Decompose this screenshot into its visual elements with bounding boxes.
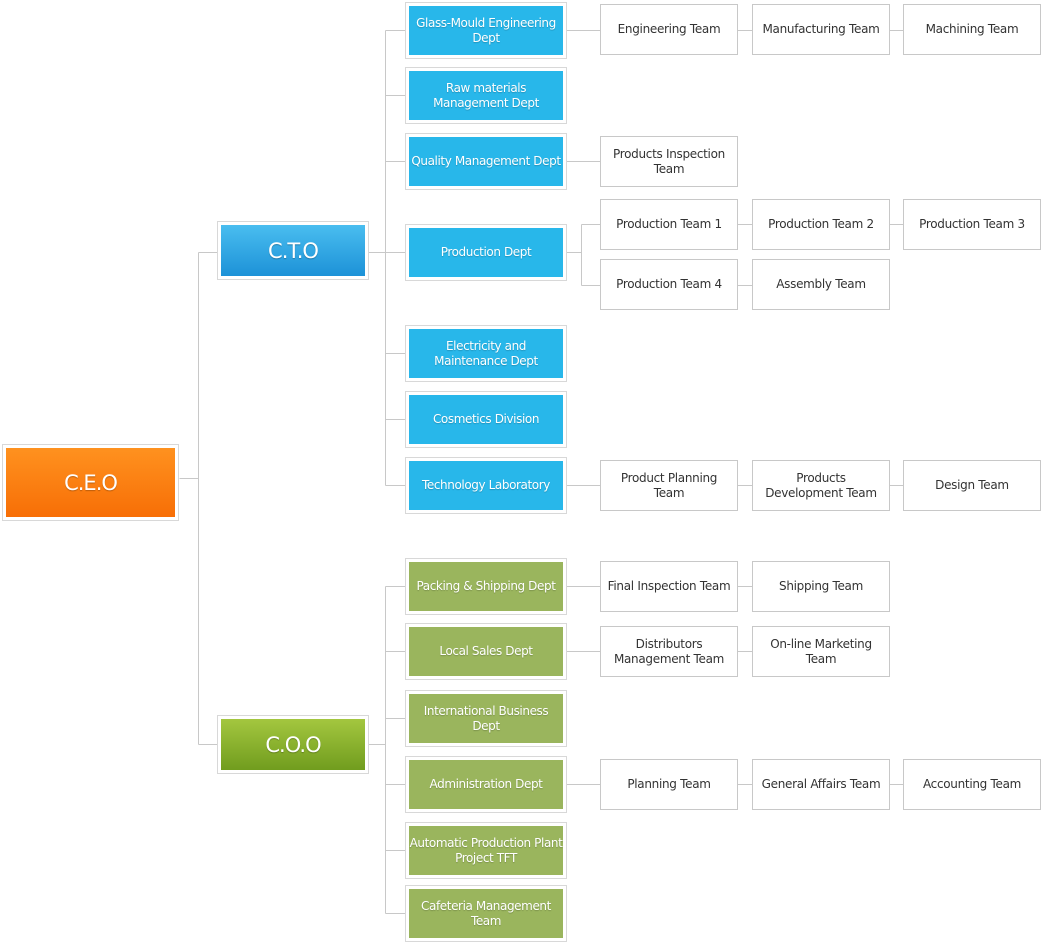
team-design: Design Team xyxy=(903,460,1041,511)
team-label: Machining Team xyxy=(925,22,1019,36)
team-accounting: Accounting Team xyxy=(903,759,1041,810)
team-assembly: Assembly Team xyxy=(752,259,890,310)
team-label: Assembly Team xyxy=(776,277,866,291)
dept-label: Glass-Mould Engineering Dept xyxy=(416,15,556,45)
coo-box: C.O.O xyxy=(217,715,369,774)
team-label: Distributors Management Team xyxy=(613,636,725,666)
dept-label: Administration Dept xyxy=(429,777,543,791)
dept-glass-mould-engineering: Glass-Mould Engineering Dept xyxy=(405,2,567,59)
team-online-marketing: On-line Marketing Team xyxy=(752,626,890,677)
dept-label: Packing & Shipping Dept xyxy=(416,579,556,593)
team-engineering: Engineering Team xyxy=(600,4,738,55)
team-label: Engineering Team xyxy=(617,22,721,36)
dept-technology-laboratory: Technology Laboratory xyxy=(405,457,567,514)
dept-label: Cosmetics Division xyxy=(432,412,540,426)
dept-quality-management: Quality Management Dept xyxy=(405,133,567,190)
dept-label: Cafeteria Management Team xyxy=(421,898,551,928)
dept-cosmetics-division: Cosmetics Division xyxy=(405,391,567,448)
dept-label: Local Sales Dept xyxy=(439,644,533,658)
team-label: Production Team 4 xyxy=(616,277,722,291)
dept-cafeteria-management: Cafeteria Management Team xyxy=(405,885,567,942)
team-label: Production Team 2 xyxy=(768,217,874,231)
team-label: Production Team 3 xyxy=(919,217,1025,231)
ceo-label: C.E.O xyxy=(64,470,118,495)
team-label: Manufacturing Team xyxy=(762,22,880,36)
team-general-affairs: General Affairs Team xyxy=(752,759,890,810)
team-label: Design Team xyxy=(935,478,1009,492)
team-production-2: Production Team 2 xyxy=(752,199,890,250)
cto-box: C.T.O xyxy=(217,221,369,280)
team-label: Accounting Team xyxy=(922,777,1022,791)
team-label: Production Team 1 xyxy=(616,217,722,231)
dept-local-sales: Local Sales Dept xyxy=(405,623,567,680)
team-planning: Planning Team xyxy=(600,759,738,810)
dept-label: Quality Management Dept xyxy=(411,154,561,168)
dept-raw-materials-management: Raw materials Management Dept xyxy=(405,67,567,124)
dept-label: Technology Laboratory xyxy=(421,478,550,492)
dept-electricity-maintenance: Electricity and Maintenance Dept xyxy=(405,325,567,382)
team-product-planning: Product Planning Team xyxy=(600,460,738,511)
ceo-box: C.E.O xyxy=(2,444,179,521)
team-machining: Machining Team xyxy=(903,4,1041,55)
dept-label: Production Dept xyxy=(440,245,532,259)
dept-label: Raw materials Management Dept xyxy=(433,80,539,110)
team-final-inspection: Final Inspection Team xyxy=(600,561,738,612)
team-label: Product Planning Team xyxy=(620,470,718,500)
dept-production: Production Dept xyxy=(405,224,567,281)
dept-label: Electricity and Maintenance Dept xyxy=(434,338,538,368)
team-label: General Affairs Team xyxy=(761,777,881,791)
team-production-1: Production Team 1 xyxy=(600,199,738,250)
team-label: Planning Team xyxy=(627,777,711,791)
dept-international-business: International Business Dept xyxy=(405,690,567,747)
team-production-3: Production Team 3 xyxy=(903,199,1041,250)
team-label: Final Inspection Team xyxy=(607,579,731,593)
team-label: Products Inspection Team xyxy=(613,146,725,176)
team-products-development: Products Development Team xyxy=(752,460,890,511)
dept-label: Automatic Production Plant Project TFT xyxy=(409,835,563,865)
dept-administration: Administration Dept xyxy=(405,756,567,813)
team-label: On-line Marketing Team xyxy=(770,636,872,666)
team-manufacturing: Manufacturing Team xyxy=(752,4,890,55)
dept-label: International Business Dept xyxy=(423,703,549,733)
dept-packing-shipping: Packing & Shipping Dept xyxy=(405,558,567,615)
coo-label: C.O.O xyxy=(265,732,321,757)
team-distributors-management: Distributors Management Team xyxy=(600,626,738,677)
team-production-4: Production Team 4 xyxy=(600,259,738,310)
team-shipping: Shipping Team xyxy=(752,561,890,612)
team-label: Shipping Team xyxy=(779,579,863,593)
team-label: Products Development Team xyxy=(765,470,877,500)
team-products-inspection: Products Inspection Team xyxy=(600,136,738,187)
dept-automatic-production-plant: Automatic Production Plant Project TFT xyxy=(405,822,567,879)
cto-label: C.T.O xyxy=(268,238,319,263)
